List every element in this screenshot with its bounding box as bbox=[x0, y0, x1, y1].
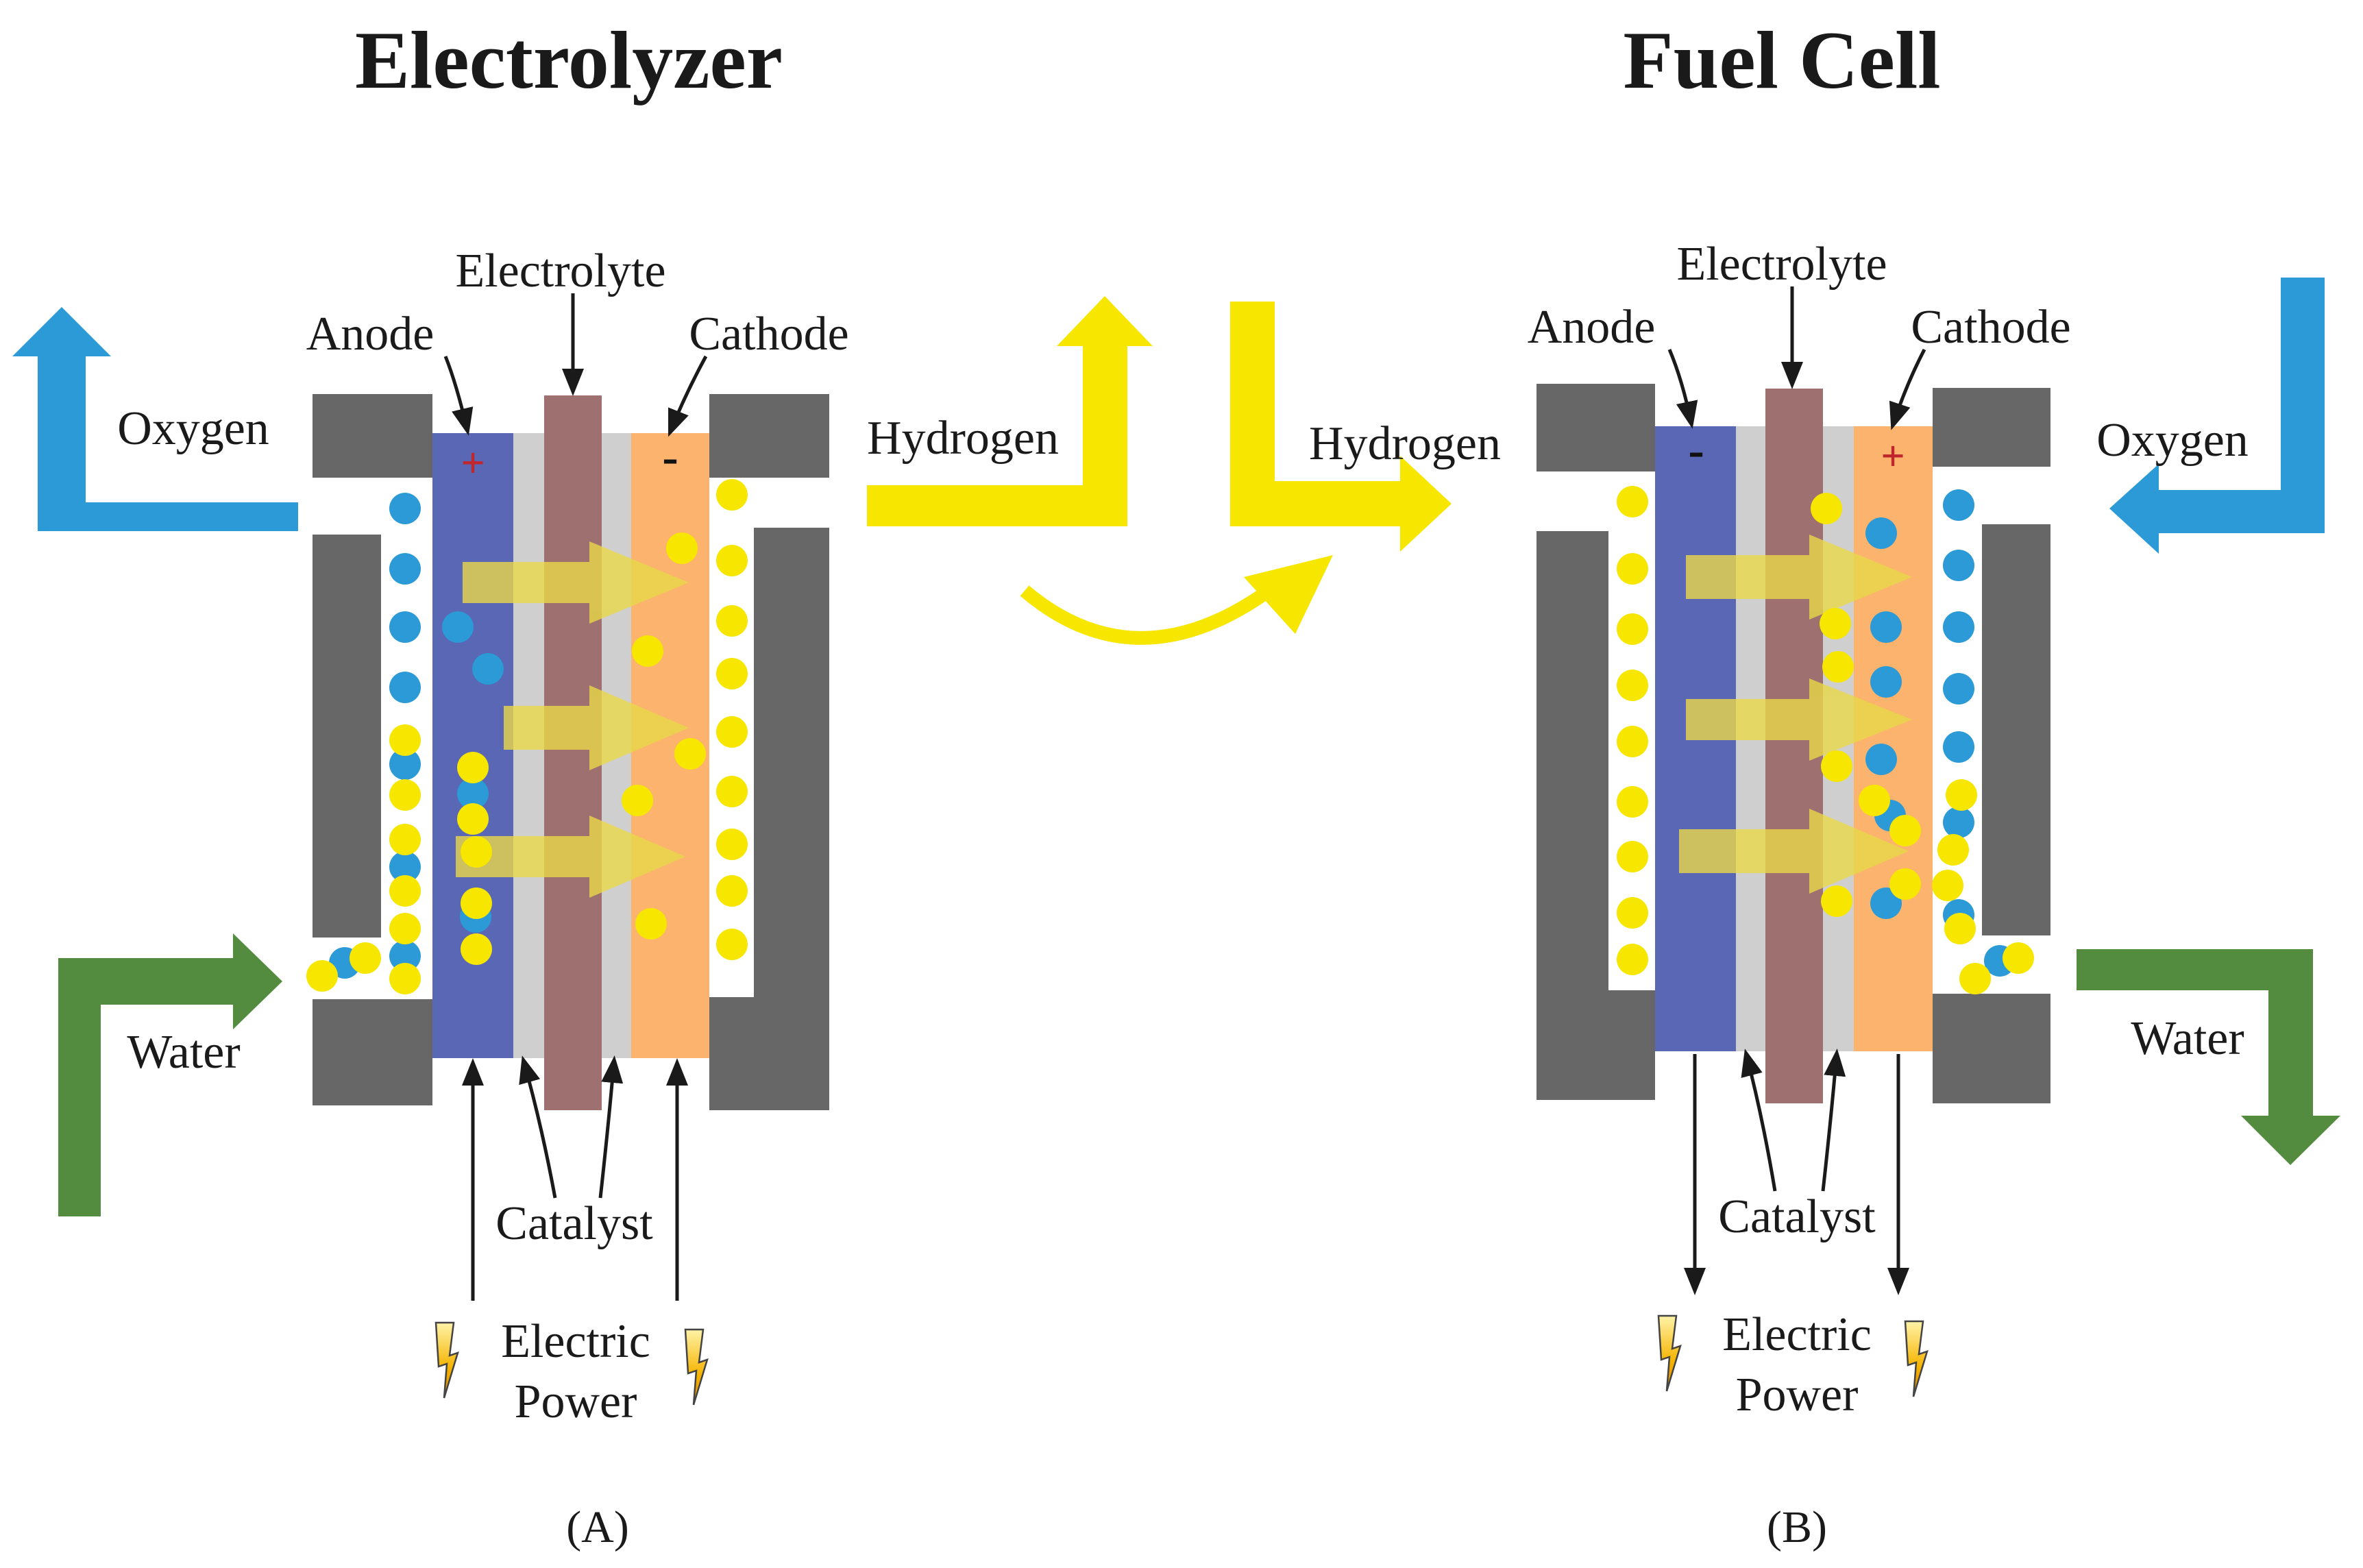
hydrogen-label: Hydrogen bbox=[867, 412, 1059, 465]
fuel-cell-diagram: - + bbox=[1230, 238, 2340, 1552]
anode-pointer bbox=[1667, 349, 1698, 429]
housing-block bbox=[1536, 384, 1655, 471]
proton-flow-arrows bbox=[456, 541, 689, 898]
hydrogen-label: Hydrogen bbox=[1309, 417, 1501, 470]
housing-block bbox=[1933, 388, 2050, 467]
housing-block bbox=[313, 394, 432, 478]
housing-block bbox=[1982, 524, 2050, 935]
panel-label-a: (A) bbox=[566, 1502, 629, 1552]
oxygen-in-arrow-icon bbox=[2109, 278, 2325, 554]
anode-sign: - bbox=[1688, 424, 1704, 477]
hydrogen-transfer-arrow-icon bbox=[1020, 555, 1333, 645]
power-label-line1: Electric bbox=[501, 1315, 650, 1368]
water-label: Water bbox=[2131, 1012, 2244, 1065]
power-label-line2: Power bbox=[515, 1375, 637, 1428]
anode-pointer bbox=[443, 356, 474, 436]
anode-sign: + bbox=[461, 440, 485, 487]
anode-label: Anode bbox=[306, 308, 434, 360]
catalyst-label: Catalyst bbox=[1718, 1190, 1876, 1243]
oxygen-label: Oxygen bbox=[117, 402, 269, 455]
power-label-line1: Electric bbox=[1722, 1308, 1872, 1361]
lightning-bolt-icon bbox=[1904, 1320, 1929, 1398]
lightning-bolt-icon bbox=[434, 1321, 459, 1399]
power-label-line2: Power bbox=[1736, 1369, 1859, 1421]
housing-block bbox=[1536, 531, 1655, 1100]
cathode-sign: - bbox=[662, 431, 678, 484]
housing-block bbox=[313, 999, 432, 1105]
hydrogen-in-arrow-icon bbox=[1230, 302, 1452, 552]
proton-arrow-icon bbox=[504, 685, 689, 770]
catalyst-pointer bbox=[598, 1055, 624, 1199]
hydrogen-out-arrow-icon bbox=[867, 296, 1153, 526]
fuel-cell-title: Fuel Cell bbox=[1623, 14, 1940, 106]
catalyst-pointer bbox=[1821, 1049, 1846, 1192]
cathode-plate bbox=[1854, 426, 1933, 1051]
housing-block bbox=[1933, 994, 2050, 1103]
lightning-bolt-icon bbox=[684, 1328, 709, 1406]
catalyst-pointer bbox=[519, 1055, 557, 1199]
water-in-arrow-icon bbox=[58, 933, 282, 1216]
proton-arrow-icon bbox=[1686, 678, 1912, 761]
lightning-bolt-icon bbox=[1657, 1314, 1682, 1393]
housing-block bbox=[709, 528, 829, 1110]
cathode-pointer bbox=[668, 355, 708, 437]
catalyst-pointer bbox=[1741, 1049, 1777, 1192]
cathode-label: Cathode bbox=[689, 308, 848, 360]
molecules bbox=[306, 479, 748, 994]
housing-block bbox=[313, 535, 381, 938]
housing-block bbox=[709, 394, 829, 478]
electrolyzer-diagram: + - bbox=[12, 245, 1153, 1552]
oxygen-out-arrow-icon bbox=[12, 307, 298, 531]
proton-flow-arrows bbox=[1679, 535, 1912, 894]
proton-arrow-icon bbox=[1686, 535, 1912, 620]
electrolyte-label: Electrolyte bbox=[455, 245, 665, 297]
cathode-pointer bbox=[1889, 348, 1926, 430]
anode-label: Anode bbox=[1528, 301, 1656, 354]
oxygen-label: Oxygen bbox=[2096, 414, 2249, 467]
electrolyzer-title: Electrolyzer bbox=[355, 14, 783, 106]
catalyst-label: Catalyst bbox=[495, 1197, 653, 1250]
molecules bbox=[1617, 486, 2034, 994]
cathode-label: Cathode bbox=[1911, 301, 2070, 354]
water-out-arrow-icon bbox=[2077, 949, 2340, 1165]
water-label: Water bbox=[127, 1026, 240, 1079]
proton-arrow-icon bbox=[456, 816, 685, 898]
electrolyte-label: Electrolyte bbox=[1676, 238, 1887, 291]
cathode-sign: + bbox=[1881, 433, 1905, 480]
panel-label-b: (B) bbox=[1767, 1502, 1827, 1552]
proton-arrow-icon bbox=[463, 541, 689, 624]
proton-arrow-icon bbox=[1679, 809, 1909, 894]
